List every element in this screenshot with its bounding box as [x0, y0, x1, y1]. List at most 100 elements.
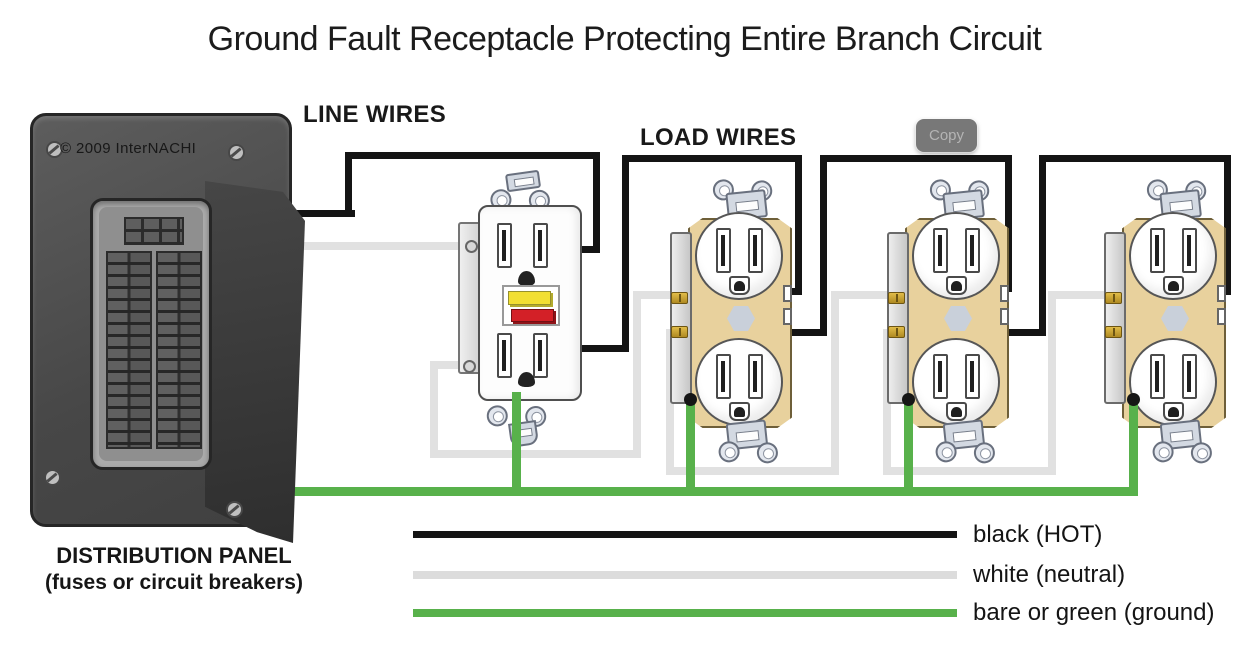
- panel-caption-line2: (fuses or circuit breakers): [45, 571, 303, 594]
- strap-ear: [1189, 441, 1213, 465]
- hex-nut: [944, 306, 972, 331]
- outlet-slot: [716, 228, 731, 273]
- outlet-slot: [748, 354, 763, 399]
- neutral-wire-segment: [883, 467, 1056, 475]
- hot-wire-segment: [563, 345, 629, 352]
- brass-terminal-screw: [1105, 326, 1122, 338]
- hot-wire-segment: [1039, 155, 1046, 336]
- ground-wire-segment: [686, 398, 695, 492]
- hot-wire-segment: [1224, 155, 1231, 295]
- screw-icon: [46, 141, 63, 158]
- line-wires-label: LINE WIRES: [303, 101, 447, 128]
- ground-wire-segment: [904, 398, 913, 492]
- legend-swatch-neutral: [413, 571, 957, 579]
- terminal-notch: [1217, 308, 1226, 325]
- terminal-notch: [1000, 285, 1009, 302]
- hot-wire-segment: [999, 329, 1046, 336]
- screw-icon: [226, 501, 243, 518]
- mounting-strap: [1150, 418, 1221, 473]
- strap-tab: [504, 169, 542, 193]
- ground-screw-dot: [1127, 393, 1140, 406]
- outlet-slot: [533, 223, 548, 268]
- ground-wire-segment: [512, 392, 521, 492]
- terminal-screw: [463, 360, 476, 373]
- hot-wire-segment: [593, 152, 600, 253]
- strap-ear: [755, 441, 779, 465]
- outlet-slot: [748, 228, 763, 273]
- outlet-slot: [1150, 354, 1165, 399]
- copy-button[interactable]: Copy: [916, 119, 977, 152]
- panel-caption-line1: DISTRIBUTION PANEL: [56, 543, 292, 568]
- ground-hole: [729, 402, 750, 421]
- duplex-receptacle-2: [887, 175, 1037, 470]
- ground-hole: [729, 276, 750, 295]
- hot-wire-segment: [345, 152, 600, 159]
- main-breaker: [124, 217, 184, 245]
- hot-wire-segment: [783, 329, 827, 336]
- outlet-slot: [497, 223, 512, 268]
- screw-icon: [44, 469, 61, 486]
- outlet-face: [912, 212, 1000, 300]
- brass-terminal-screw: [1105, 292, 1122, 304]
- legend-label-ground: bare or green (ground): [973, 599, 1215, 626]
- neutral-wire-segment: [831, 291, 839, 475]
- outlet-slot: [933, 228, 948, 273]
- outlet-slot: [533, 333, 548, 378]
- hot-wire-segment: [1005, 155, 1012, 292]
- hot-wire-segment: [566, 246, 600, 253]
- neutral-wire-segment: [633, 291, 641, 458]
- terminal-notch: [1000, 308, 1009, 325]
- legend-label-neutral: white (neutral): [973, 561, 1126, 588]
- brass-terminal-screw: [671, 292, 688, 304]
- outlet-slot: [1150, 228, 1165, 273]
- breaker-panel-face: [99, 207, 203, 461]
- neutral-wire-segment: [1048, 291, 1056, 475]
- duplex-receptacle-3: [1104, 175, 1249, 470]
- page-title: Ground Fault Receptacle Protecting Entir…: [207, 20, 1042, 58]
- panel-bezel: [90, 198, 212, 470]
- hot-wire-segment: [820, 155, 1012, 162]
- hot-wire-segment: [622, 155, 802, 162]
- terminal-notch: [1217, 285, 1226, 302]
- brass-terminal-screw: [888, 292, 905, 304]
- hot-wire-segment: [622, 155, 629, 352]
- mounting-strap: [933, 418, 1004, 473]
- strap-ear: [972, 441, 996, 465]
- hot-wire-segment: [820, 155, 827, 336]
- outlet-slot: [716, 354, 731, 399]
- legend-label-hot: black (HOT): [973, 521, 1103, 548]
- outlet-face: [1129, 212, 1217, 300]
- hex-nut: [727, 306, 755, 331]
- terminal-screw: [465, 240, 478, 253]
- legend-swatch-ground: [413, 609, 957, 617]
- distribution-panel: © 2009 InterNACHI: [30, 113, 305, 543]
- test-button: [511, 309, 554, 322]
- side-mounting-plate: [887, 232, 909, 404]
- screw-icon: [228, 144, 245, 161]
- hot-wire-segment: [1039, 155, 1231, 162]
- side-mounting-plate: [1104, 232, 1126, 404]
- ground-hole: [946, 402, 967, 421]
- ground-hole: [518, 372, 535, 387]
- hot-wire-segment: [795, 155, 802, 295]
- ground-bus-wire: [281, 487, 1138, 496]
- neutral-wire-segment: [1048, 291, 1130, 299]
- outlet-slot: [965, 354, 980, 399]
- panel-door: [205, 181, 305, 543]
- ground-screw-dot: [902, 393, 915, 406]
- neutral-wire-segment: [430, 450, 641, 458]
- neutral-wire-segment: [277, 242, 477, 250]
- terminal-notch: [783, 285, 792, 302]
- outlet-face: [912, 338, 1000, 426]
- outlet-slot: [1182, 228, 1197, 273]
- brass-terminal-screw: [671, 326, 688, 338]
- outlet-face: [1129, 338, 1217, 426]
- hot-wire-segment: [345, 152, 352, 217]
- outlet-slot: [933, 354, 948, 399]
- ground-hole: [1163, 276, 1184, 295]
- neutral-wire-segment: [430, 361, 438, 458]
- breaker-column: [156, 251, 202, 449]
- gfci-receptacle: [452, 169, 588, 448]
- legend-swatch-hot: [413, 531, 957, 538]
- ground-screw-dot: [684, 393, 697, 406]
